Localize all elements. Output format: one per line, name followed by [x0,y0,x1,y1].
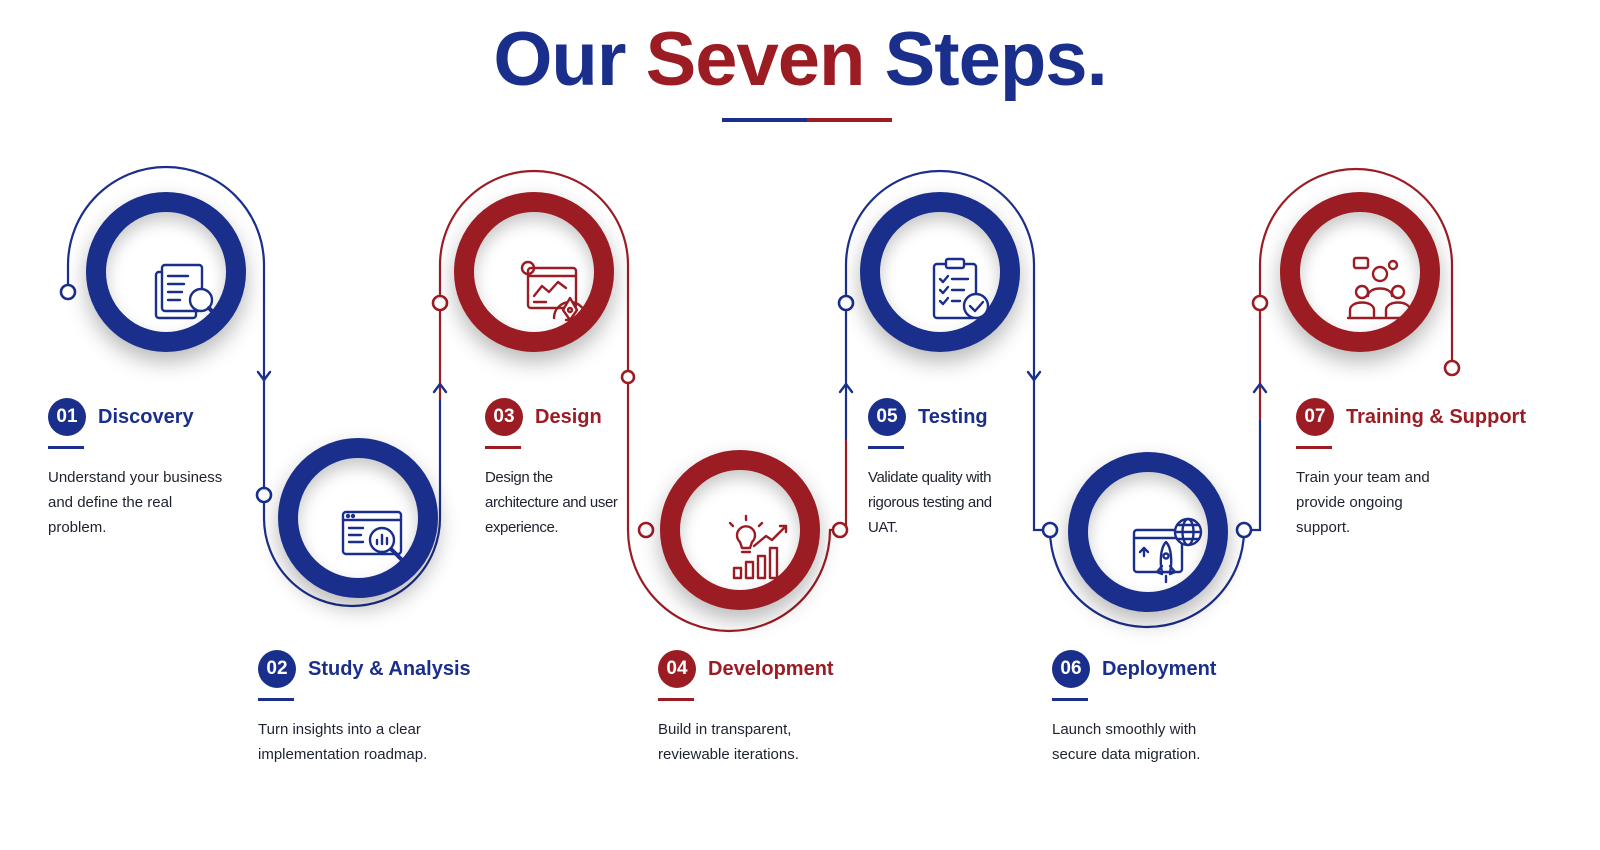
title-word-seven: Seven [645,17,866,102]
step-5-heading: 05 Testing [868,398,1138,436]
step-1-number-badge: 01 [48,398,86,436]
step-2-description: Turn insights into a clear implementatio… [258,721,428,763]
step-2-ring [278,438,438,598]
path-segment-3-4 [438,169,848,633]
step-5-rule [868,446,904,449]
arrow-down-icon [1026,370,1042,382]
step-7-label: 07 Training & Support Train your team an… [1296,398,1566,540]
step-4-heading: 04 Development [658,650,928,688]
step-2-label: 02 Study & Analysis Turn insights into a… [258,650,528,767]
step-3-ring [454,192,614,352]
step-2-heading: 02 Study & Analysis [258,650,528,688]
step-1-label: 01 Discovery Understand your business an… [48,398,318,540]
step-6-heading: 06 Deployment [1052,650,1322,688]
step-3-label: 03 Design Design the architecture and us… [485,398,755,540]
path-dot [1041,521,1059,539]
title-word-our: Our [493,17,626,102]
step-4-title: Development [708,657,834,680]
title-underline [722,118,892,122]
path-dot [831,521,849,539]
path-dot [837,294,855,312]
step-1-ring [86,192,246,352]
step-5-ring [860,192,1020,352]
step-4-number-badge: 04 [658,650,696,688]
title-word-steps: Steps. [884,17,1108,102]
step-2-number-badge: 02 [258,650,296,688]
step-3-title: Design [535,405,602,428]
step-3-number-badge: 03 [485,398,523,436]
arrow-up-icon [432,382,448,394]
step-4-label: 04 Development Build in transparent, rev… [658,650,928,767]
step-2-title: Study & Analysis [308,657,471,680]
step-4-description: Build in transparent, reviewable iterati… [658,721,799,763]
step-5-title: Testing [918,405,988,428]
growth-lightbulb-icon [728,514,788,580]
arrow-up-icon [1252,382,1268,394]
step-6-label: 06 Deployment Launch smoothly with secur… [1052,650,1322,767]
path-end-dot [1443,359,1461,377]
step-3-description: Design the architecture and user experie… [485,469,618,536]
path-dot [1235,521,1253,539]
step-2-rule [258,698,294,701]
step-1-description: Understand your business and define the … [48,469,223,536]
team-training-icon [1346,256,1414,320]
design-pen-icon [520,260,588,322]
step-6-rule [1052,698,1088,701]
step-6-number-badge: 06 [1052,650,1090,688]
step-7-rule [1296,446,1332,449]
step-3-heading: 03 Design [485,398,755,436]
path-segment-1-2 [66,165,442,608]
path-segment-7 [1258,167,1454,420]
step-4-rule [658,698,694,701]
path-dot [620,369,636,385]
document-search-icon [154,263,220,320]
path-dot [1251,294,1269,312]
step-7-heading: 07 Training & Support [1296,398,1566,436]
step-1-rule [48,446,84,449]
arrow-down-icon [256,370,272,382]
analytics-magnifier-icon [341,510,406,564]
path-start-dot [59,283,77,301]
step-5-label: 05 Testing Validate quality with rigorou… [868,398,1138,540]
step-1-heading: 01 Discovery [48,398,318,436]
step-7-number-badge: 07 [1296,398,1334,436]
step-5-number-badge: 05 [868,398,906,436]
rocket-globe-icon [1132,517,1203,584]
step-6-title: Deployment [1102,657,1217,680]
path-dot [637,521,655,539]
step-7-ring [1280,192,1440,352]
step-1-title: Discovery [98,405,194,428]
path-dot [255,486,273,504]
page-title: Our Seven Steps. [0,14,1600,105]
arrow-up-icon [838,382,854,394]
step-3-rule [485,446,521,449]
step-6-description: Launch smoothly with secure data migrati… [1052,721,1201,763]
step-5-description: Validate quality with rigorous testing a… [868,469,992,536]
path-dot [431,294,449,312]
clipboard-check-icon [932,257,990,320]
step-7-description: Train your team and provide ongoing supp… [1296,469,1430,536]
step-7-title: Training & Support [1346,405,1526,428]
